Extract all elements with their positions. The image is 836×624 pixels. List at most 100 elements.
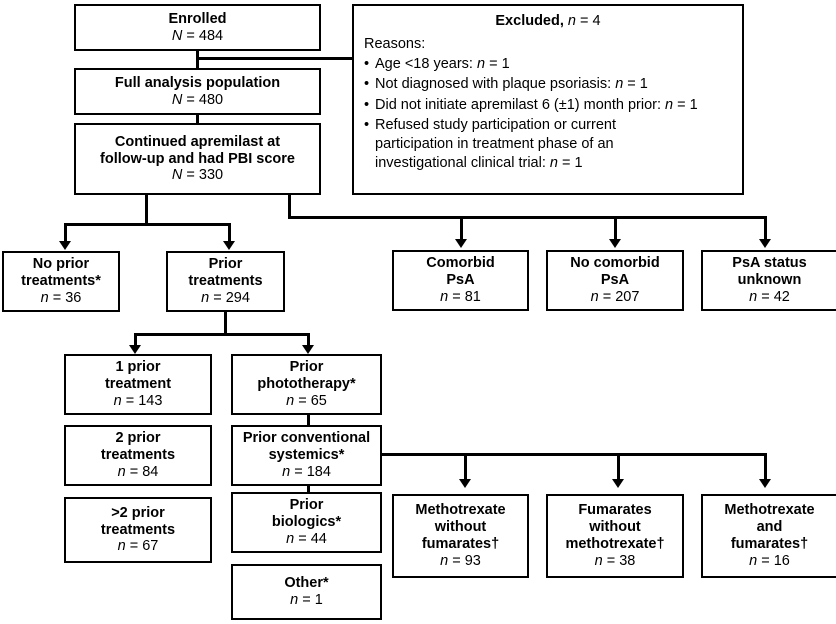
node-no-prior-label-2: treatments* [21,273,101,290]
node-gt2-prior-count: n = 67 [117,538,159,555]
node-other-label-1: Other* [284,575,329,592]
arrow-to-fum-without-mtx [612,479,624,488]
node-mtx-and-fum-label-1: Methotrexate [724,502,815,519]
excluded-heading: Excluded, n = 4 [495,13,601,29]
node-fum-without-mtx-label-2: without [589,519,641,536]
arrow-to-mtx-without-fum [459,479,471,488]
node-phototherapy-label-1: Prior [289,359,324,376]
node-one-prior-label-2: treatment [104,376,172,393]
excluded-reason-item: Refused study participation or currentpa… [364,116,732,173]
node-no-prior-count: n = 36 [40,289,82,306]
connector-to-comorbid-psa [460,216,463,241]
node-no-comorbid-psa-label-1: No comorbid [570,255,660,272]
connector-to-prior [228,223,231,243]
node-two-prior-count: n = 84 [117,463,159,480]
node-full-analysis-count: N = 480 [171,91,224,108]
node-continued-label-1: Continued apremilast at [114,133,281,150]
node-prior-biologics: Prior biologics* n = 44 [231,492,382,553]
node-two-prior-treatments: 2 prior treatments n = 84 [64,425,212,486]
arrow-to-no-prior [59,241,71,250]
node-continued-count: N = 330 [171,167,224,184]
arrow-to-one-prior [129,345,141,354]
arrow-to-psa-unknown [759,239,771,248]
node-other-count: n = 1 [290,592,323,608]
node-prior-label-2: treatments [188,273,263,290]
excluded-reason-item: Did not initiate apremilast 6 (±1) month… [364,96,732,115]
node-conventional-label-2: systemics* [268,447,345,464]
node-biologics-count: n = 44 [286,530,327,547]
node-gt2-prior-label-1: >2 prior [111,504,165,521]
node-no-comorbid-psa-count: n = 207 [590,288,640,305]
arrow-to-no-comorbid-psa [609,239,621,248]
connector-photo-to-conventional [307,414,310,426]
node-full-analysis-label: Full analysis population [114,74,281,91]
node-enrolled-label: Enrolled [168,10,227,27]
connector-continued-stem [145,195,148,225]
node-prior-conventional-systemics: Prior conventional systemics* n = 184 [231,425,382,486]
node-prior-count: n = 294 [201,289,250,306]
connector-to-one-prior [134,333,137,347]
node-biologics-label-1: Prior [289,497,324,514]
arrow-to-mtx-and-fum [759,479,771,488]
node-fum-without-mtx-label-3: methotrexate† [565,536,665,552]
node-enrolled: Enrolled N = 484 [74,4,321,51]
excluded-reasons-list: Age <18 years: n = 1 Not diagnosed with … [364,55,732,173]
connector-conventional-to-biologics [307,485,310,494]
connector-excluded-stem [288,195,291,218]
node-mtx-without-fum-count: n = 93 [440,552,481,569]
node-full-analysis: Full analysis population N = 480 [74,68,321,115]
node-psa-unknown-label-2: unknown [737,272,802,289]
node-methotrexate-without-fumarates: Methotrexate without fumarates† n = 93 [392,494,529,578]
excluded-reason-item: Age <18 years: n = 1 [364,55,732,74]
excluded-heading-bold: Excluded, [495,13,564,29]
node-gt2-prior-treatments: >2 prior treatments n = 67 [64,497,212,563]
excluded-reasons-label: Reasons: [364,36,426,53]
node-one-prior-label-1: 1 prior [115,359,161,376]
node-prior-phototherapy: Prior phototherapy* n = 65 [231,354,382,415]
node-comorbid-psa-count: n = 81 [440,288,481,305]
node-other: Other* n = 1 [231,564,382,620]
panel-excluded: Excluded, n = 4 Reasons: Age <18 years: … [352,4,744,195]
node-mtx-without-fum-label-2: without [434,519,487,536]
node-comorbid-psa-label-1: Comorbid [426,255,495,272]
node-enrolled-count: N = 484 [171,27,224,44]
node-methotrexate-and-fumarates: Methotrexate and fumarates† n = 16 [701,494,836,578]
node-phototherapy-count: n = 65 [286,392,327,409]
node-no-comorbid-psa-label-2: PsA [600,272,630,289]
node-psa-unknown-count: n = 42 [749,288,790,305]
node-conventional-count: n = 184 [282,463,331,480]
connector-conventional-to-right [382,453,766,456]
connector-to-mtx-and-fum [764,453,767,481]
node-fum-without-mtx-label-1: Fumarates [578,502,652,519]
node-psa-unknown-label-1: PsA status [732,255,807,272]
node-psa-status-unknown: PsA status unknown n = 42 [701,250,836,311]
connector-psa-split [288,216,766,219]
node-no-comorbid-psa: No comorbid PsA n = 207 [546,250,684,311]
node-gt2-prior-label-2: treatments [100,521,176,538]
node-mtx-and-fum-label-2: and [756,519,783,536]
arrow-to-comorbid-psa [455,239,467,248]
connector-to-mtx-without-fum [464,453,467,481]
connector-to-fum-without-mtx [617,453,620,481]
node-mtx-and-fum-label-3: fumarates† [730,536,809,552]
node-prior-label-1: Prior [208,256,243,273]
node-conventional-label-1: Prior conventional [242,430,371,447]
node-mtx-and-fum-count: n = 16 [749,552,790,569]
node-continued-label-2: follow-up and had PBI score [100,150,295,167]
node-fum-without-mtx-count: n = 38 [594,552,636,569]
node-one-prior-treatment: 1 prior treatment n = 143 [64,354,212,415]
node-mtx-without-fum-label-1: Methotrexate [415,502,506,519]
node-continued-apremilast: Continued apremilast at follow-up and ha… [74,123,321,195]
connector-to-psa-unknown [764,216,767,241]
node-no-prior-label-1: No prior [32,256,90,273]
node-biologics-label-2: biologics* [271,514,342,531]
node-mtx-without-fum-label-3: fumarates† [421,536,500,552]
node-prior-treatments: Prior treatments n = 294 [166,251,285,312]
excluded-reason-item: Not diagnosed with plaque psoriasis: n =… [364,75,732,94]
node-comorbid-psa-label-2: PsA [446,272,475,289]
node-two-prior-label-2: treatments [100,447,176,464]
connector-prior-split [134,333,310,336]
node-two-prior-label-1: 2 prior [115,430,161,447]
node-phototherapy-label-2: phototherapy* [257,376,356,393]
